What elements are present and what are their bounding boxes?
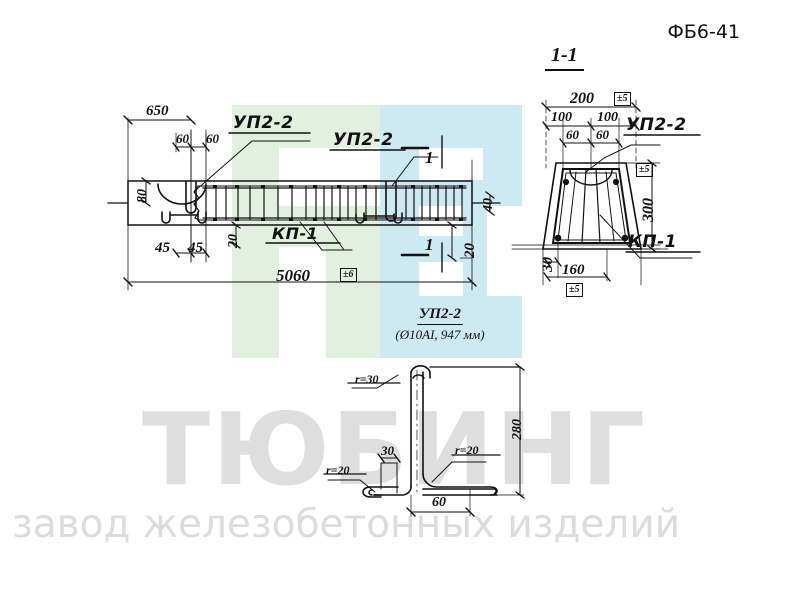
dim-sec-60-a: 60 <box>566 127 579 142</box>
dim-200: 200 <box>570 90 594 107</box>
tol-160: ±5 <box>566 283 583 297</box>
dim-100-a: 100 <box>551 110 572 125</box>
dim-80: 80 <box>135 189 150 203</box>
dim-160: 160 <box>562 262 585 278</box>
dim-right-20: 20 <box>462 243 478 258</box>
watermark-notch-5 <box>419 262 463 296</box>
dim-650: 650 <box>146 103 169 119</box>
dim-left-60-b: 60 <box>206 131 219 146</box>
radius-r30: r=30 <box>355 372 379 386</box>
label-up2-2-section: УП2-2 <box>626 115 687 135</box>
tol-200: ±5 <box>614 92 631 106</box>
radius-r20-left: r=20 <box>326 463 350 477</box>
label-kp-1-section: КП-1 <box>628 232 678 252</box>
dim-300: 300 <box>640 198 657 222</box>
watermark-tagline: завод железобетонных изделий <box>12 502 681 547</box>
dim-20-mid: 20 <box>226 234 241 248</box>
dim-45-b: 45 <box>188 240 203 256</box>
dim-sec-60-b: 60 <box>596 127 609 142</box>
watermark-notch-1 <box>279 148 380 206</box>
dim-detail-30: 30 <box>381 443 394 458</box>
dim-left-60-a: 60 <box>176 131 189 146</box>
section-mark-bottom: 1 <box>425 235 434 254</box>
dim-detail-60: 60 <box>432 495 446 510</box>
label-up2-2-plan-left: УП2-2 <box>233 113 294 133</box>
page-title: ФБ6-41 <box>667 21 740 43</box>
watermark-brand: ТЮБИНГ <box>142 391 647 508</box>
tol-300: ±5 <box>636 163 653 177</box>
dim-5060: 5060 <box>276 266 310 285</box>
label-kp-1-plan: КП-1 <box>272 224 319 243</box>
watermark-notch-6 <box>487 206 522 296</box>
dim-30-base: 30 <box>540 257 556 272</box>
label-up2-2-plan-right: УП2-2 <box>333 130 394 150</box>
detail-subtitle: (Ø10AI, 947 мм) <box>395 327 485 342</box>
detail-title: УП2-2 <box>416 306 464 325</box>
dim-detail-280: 280 <box>510 419 525 440</box>
watermark-notch-4 <box>419 206 463 236</box>
dim-right-40: 40 <box>481 198 496 212</box>
watermark-notch-2 <box>279 247 326 358</box>
dim-100-b: 100 <box>597 110 618 125</box>
detail-caption: УП2-2 (Ø10AI, 947 мм) <box>360 305 520 343</box>
section-mark-top: 1 <box>425 148 434 167</box>
radius-r20-right: r=20 <box>455 443 479 457</box>
section-title: 1-1 <box>545 44 584 71</box>
tol-5060: ±6 <box>340 268 357 282</box>
dim-45-a: 45 <box>155 240 170 256</box>
